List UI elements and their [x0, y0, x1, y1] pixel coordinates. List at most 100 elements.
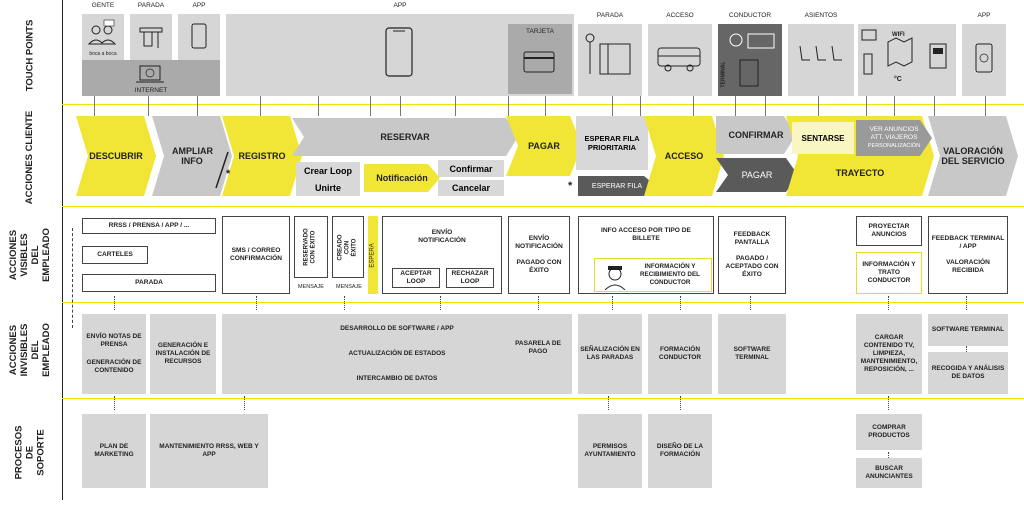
dotted-connector [244, 396, 246, 410]
internet-label: INTERNET [134, 87, 168, 94]
espera-text: ESPERA [369, 242, 376, 268]
smartphone-icon [385, 27, 413, 77]
connector [866, 96, 867, 116]
dotted-connector [344, 296, 346, 310]
dotted-connector [256, 296, 258, 310]
box-info-recibimiento: INFORMACIÓN Y RECIBIMIENTO DEL CONDUCTOR [594, 258, 712, 292]
step-pagar-2: PAGAR [716, 158, 798, 192]
step-descubrir: DESCUBRIR [76, 116, 156, 196]
box-comprar: COMPRAR PRODUCTOS [856, 414, 922, 450]
seats-icon [799, 45, 842, 61]
dotted-connector [538, 296, 540, 310]
step-notificacion: Notificación [364, 164, 440, 192]
connector [455, 96, 456, 116]
box-feedback-pantalla: FEEDBACK PANTALLA PAGADO / ACEPTADO CON … [718, 216, 786, 294]
boca-label: boca a boca [89, 51, 117, 57]
touchpoint-asientos: ASIENTOS [788, 12, 854, 96]
connector [934, 96, 935, 116]
box-cargar-contenido: CARGAR CONTENIDO TV, LIMPIEZA, MANTENIMI… [856, 314, 922, 394]
terminal-label: TERMINAL [720, 61, 727, 87]
row-label-procesos-soporte: PROCESOS DE SOPORTE [13, 425, 47, 480]
feedback-terminal-label: FEEDBACK TERMINAL / APP [931, 235, 1005, 250]
box-desarrollo: DESARROLLO DE SOFTWARE / APP ACTUALIZACI… [222, 314, 572, 394]
connector [94, 96, 95, 116]
people-icon [87, 19, 117, 45]
dotted-connector [750, 296, 752, 310]
touchpoint-app-end: APP [962, 12, 1006, 96]
dotted-connector [680, 296, 682, 310]
dotted-connector [680, 396, 682, 410]
wifi-label: WIFI [892, 32, 905, 38]
step-esperar-prioritaria: ESPERAR FILA PRIORITARIA [576, 116, 648, 170]
bus-amenities-icon [861, 29, 913, 75]
intercambio-label: INTERCAMBIO DE DATOS [356, 375, 438, 383]
smiley-phone-icon [975, 43, 993, 73]
row-separator [62, 302, 1024, 303]
box-software-terminal-2: SOFTWARE TERMINAL [928, 314, 1008, 346]
step-acceso: ACCESO [644, 116, 724, 196]
connector [545, 96, 546, 116]
info-recibimiento-text: INFORMACIÓN Y RECIBIMIENTO DEL CONDUCTOR [639, 263, 701, 286]
connector [370, 96, 371, 116]
connector [640, 96, 641, 116]
connector [400, 96, 401, 116]
touchpoint-terminal [920, 24, 956, 96]
row-separator [62, 398, 1024, 399]
minibus-icon [657, 47, 701, 72]
desarrollo-label: DESARROLLO DE SOFTWARE / APP [340, 324, 454, 332]
box-plan-marketing: PLAN DE MARKETING [82, 414, 146, 488]
connector [765, 96, 766, 116]
step-esperar-fila: ESPERAR FILA [578, 176, 656, 196]
touchpoint-gente: GENTE boca a boca [82, 2, 124, 60]
envio-notas-label: ENVÍO NOTAS DE PRENSA [86, 333, 142, 348]
pagado-aceptado-label: PAGADO / ACEPTADO CON ÉXITO [725, 255, 779, 278]
step-valoracion: VALORACIÓN DEL SERVICIO [928, 116, 1018, 196]
dotted-connector [608, 396, 610, 410]
actualizacion-label: ACTUALIZACIÓN DE ESTADOS [348, 349, 446, 357]
box-diseno-formacion: DISEÑO DE LA FORMACIÓN [648, 414, 712, 488]
row-separator [62, 206, 1024, 207]
box-reservado: RESERVADO CON ÉXITO [294, 216, 328, 278]
generacion-contenido-label: GENERACIÓN DE CONTENIDO [86, 359, 142, 374]
row-label-acciones-cliente: ACCIONES CLIENTE [24, 110, 36, 205]
dotted-connector [612, 296, 614, 310]
box-generacion-recursos: GENERACIÓN E INSTALACIÓN DE RECURSOS [150, 314, 216, 394]
connector [318, 96, 319, 116]
step-sentarse: SENTARSE [792, 122, 854, 154]
touchpoint-conductor: CONDUCTOR TERMINAL [718, 12, 782, 96]
box-espera: ESPERA [368, 216, 378, 294]
box-envio-pago: ENVÍO NOTIFICACIÓN PAGADO CON ÉXITO [508, 216, 570, 294]
valoracion-recibida-label: VALORACIÓN RECIBIDA [946, 259, 990, 274]
dotted-connector [966, 346, 968, 352]
box-info-trato: INFORMACIÓN Y TRATO CONDUCTOR [856, 252, 922, 294]
touchpoint-acceso: ACCESO [648, 12, 712, 96]
temperature-label: °C [894, 76, 902, 83]
option-cancelar: Cancelar [438, 180, 504, 196]
driver-icon [729, 33, 775, 87]
bus-shelter-icon [585, 33, 631, 75]
box-recogida: RECOGIDA Y ANÁLISIS DE DATOS [928, 352, 1008, 394]
asterisk-mark: * [226, 168, 231, 180]
box-creado: CREADO CON ÉXITO [332, 216, 364, 278]
dashed-connector [72, 228, 73, 328]
box-proyectar: PROYECTAR ANUNCIOS [856, 216, 922, 246]
laptop-icon [136, 65, 164, 83]
envio-pago-label: ENVÍO NOTIFICACIÓN [515, 235, 563, 250]
dotted-connector [114, 396, 116, 410]
ver-anuncios-label: VER ANUNCIOS [869, 126, 919, 133]
card-terminal-icon [929, 43, 947, 69]
row-label-touch-points: TOUCH POINTS [24, 19, 36, 91]
pasarela-label: PASARELA DE PAGO [515, 340, 561, 355]
option-unirte: Unirte [296, 180, 360, 196]
connector [612, 96, 613, 116]
dotted-connector [888, 296, 890, 310]
box-mantenimiento: MANTENIMIENTO RRSS, WEB Y APP [150, 414, 268, 488]
connector [508, 96, 509, 116]
credit-card-icon [523, 51, 555, 73]
row-separator [62, 104, 1024, 105]
box-envio-notas: ENVÍO NOTAS DE PRENSA GENERACIÓN DE CONT… [82, 314, 146, 394]
dotted-connector [966, 296, 968, 310]
box-sms: SMS / CORREO CONFIRMACIÓN [222, 216, 290, 294]
touchpoint-wifi: WIFI °C [858, 24, 920, 96]
driver-cap-icon [604, 266, 626, 290]
